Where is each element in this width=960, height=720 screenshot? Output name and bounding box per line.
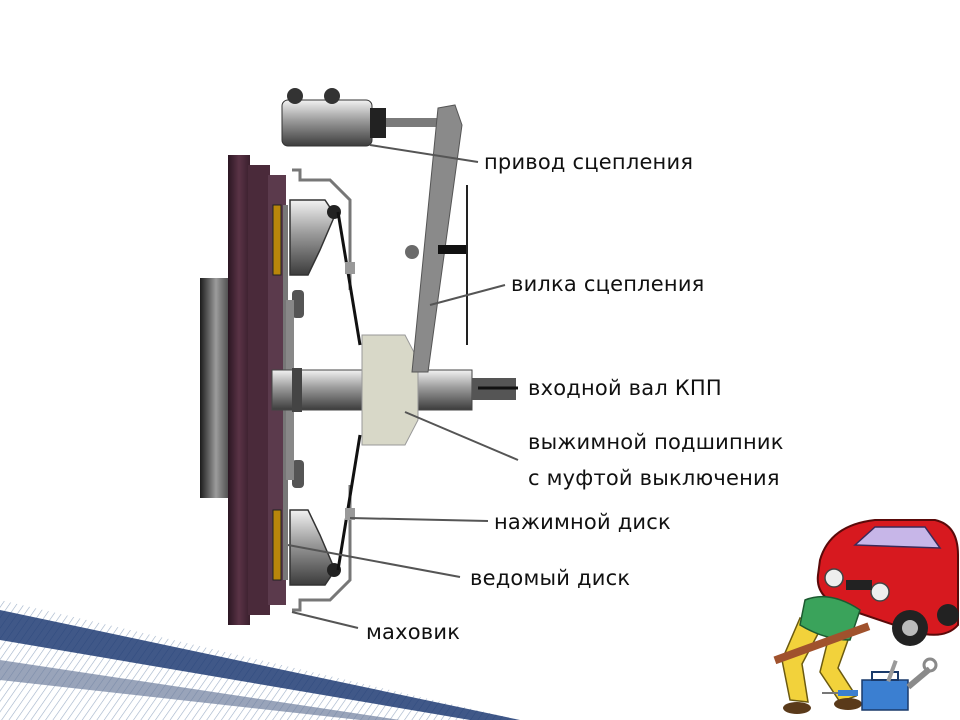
leader-driven-disc [287,544,461,578]
wrench-icon [906,657,938,690]
label-clutch-drive: привод сцепления [484,150,694,174]
toolbox-icon [861,659,909,711]
mechanic-icon [773,595,871,714]
label-release-bearing-line2: с муфтой выключения [528,466,780,490]
crank-hub [200,278,232,498]
cylinder-port-2 [324,88,340,104]
shaft-spline [292,368,302,412]
leader-fork [429,284,506,306]
fork-pivot-pin [438,245,466,254]
leader-pressure-plate [349,517,489,522]
friction-lining-top [272,204,282,276]
cylinder-port-1 [287,88,303,104]
spring-rivet-top [345,262,355,274]
diaphragm-spring [336,211,362,571]
blue-stripe [0,610,520,720]
flywheel-face [248,165,270,615]
leader-drive [369,144,479,163]
flywheel-outer [228,155,250,625]
spring-rivet-bottom [345,508,355,520]
clutch-cover [292,168,352,612]
damper-spring-top [292,290,304,318]
fork-pivot [405,245,419,259]
screwdriver-icon [822,690,858,696]
pressure-plate-top [289,199,336,276]
leader-bearing [404,411,519,461]
label-input-shaft: входной вал КПП [528,376,722,400]
push-rod [386,118,446,127]
label-release-bearing-line1: выжимной подшипник [528,430,784,454]
leader-lines [287,144,519,629]
label-driven-disc: ведомый диск [470,566,631,590]
label-clutch-fork: вилка сцепления [511,272,705,296]
label-pressure-plate: нажимной диск [494,510,671,534]
cylinder-boot [370,108,386,138]
release-bearing [361,334,419,446]
damper-spring-bottom [292,460,304,488]
grey-stripe [0,660,400,720]
friction-lining-bottom [272,509,282,581]
label-flywheel: маховик [366,620,461,644]
leader-flywheel [291,611,359,629]
